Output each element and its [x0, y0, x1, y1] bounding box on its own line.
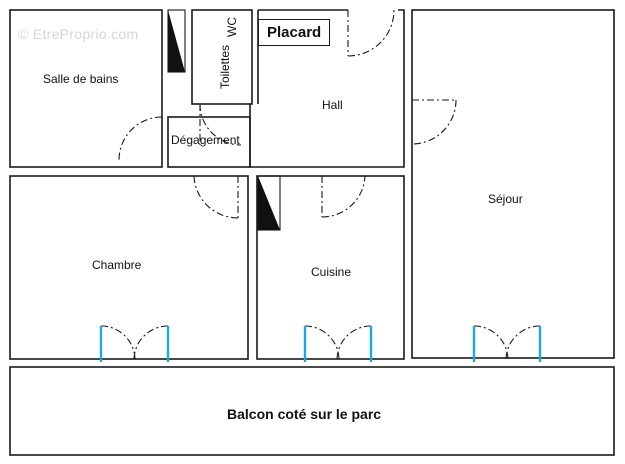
- window-chambre: [100, 325, 169, 361]
- room-label-salle-de-bains: Salle de bains: [43, 72, 119, 86]
- room-salle-de-bains: [9, 9, 163, 168]
- door-cuisine: [321, 175, 366, 218]
- room-chambre: [9, 175, 249, 360]
- door-chambre: [193, 175, 239, 219]
- door-sejour: [411, 99, 457, 145]
- window-cuisine: [304, 325, 372, 361]
- shaft-kitchen-fill: [258, 176, 280, 230]
- window-sejour: [473, 325, 541, 361]
- room-sejour: [411, 9, 615, 359]
- room-label-wc: WC: [225, 17, 239, 37]
- room-label-placard: Placard: [267, 24, 322, 41]
- room-label-cuisine: Cuisine: [311, 265, 352, 279]
- room-degagement: [167, 116, 251, 168]
- door-hall-top: [347, 9, 395, 57]
- room-label-balcon: Balcon coté sur le parc: [227, 406, 382, 422]
- placard-box: [258, 19, 330, 46]
- shaft-bathroom-fill: [168, 10, 185, 72]
- door-bathroom: [118, 116, 163, 161]
- room-toilettes-wc: [191, 9, 253, 105]
- room-label-sejour: Séjour: [488, 192, 523, 206]
- room-label-chambre: Chambre: [92, 258, 142, 272]
- room-label-degagement: Dégagement: [171, 133, 240, 147]
- room-label-hall: Hall: [322, 98, 343, 112]
- door-toilettes: [199, 103, 242, 146]
- room-balcon: [9, 366, 615, 456]
- watermark: © EtreProprio.com: [18, 26, 139, 42]
- room-label-toilettes: Toilettes: [218, 44, 232, 90]
- room-cuisine: [256, 175, 405, 360]
